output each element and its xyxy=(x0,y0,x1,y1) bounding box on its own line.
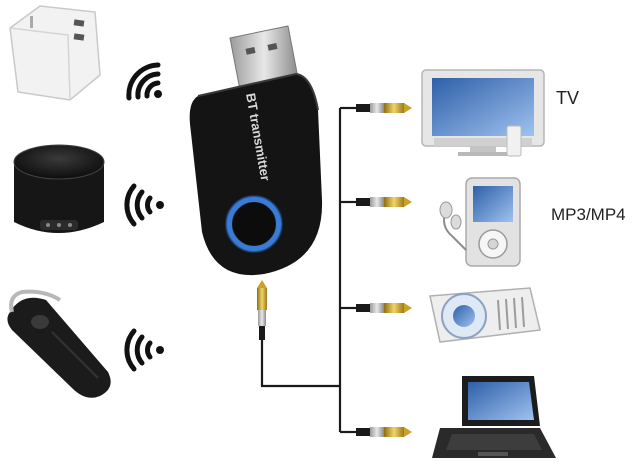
wall-charger-icon xyxy=(9,5,101,101)
mp3-label: MP3/MP4 xyxy=(551,205,626,224)
bluetooth-speaker-icon xyxy=(13,144,105,233)
audio-cable xyxy=(260,106,356,434)
audio-jack-icon xyxy=(257,280,267,340)
mp3-player-icon xyxy=(439,177,521,267)
audio-jack-icon xyxy=(356,303,412,313)
bt-transmitter: BT transmitter xyxy=(189,25,323,276)
wifi-signal-icon xyxy=(124,183,164,227)
audio-jack-icon xyxy=(356,103,412,113)
tv-label: TV xyxy=(556,88,580,108)
audio-jack-icon xyxy=(356,427,412,437)
television-icon xyxy=(421,69,545,157)
wifi-signal-icon xyxy=(124,328,164,372)
wifi-signal-icon xyxy=(126,62,162,101)
bluetooth-headset-icon xyxy=(7,289,111,398)
laptop-icon xyxy=(432,376,556,458)
cd-player-icon xyxy=(429,287,541,343)
audio-jack-icon xyxy=(356,197,412,207)
